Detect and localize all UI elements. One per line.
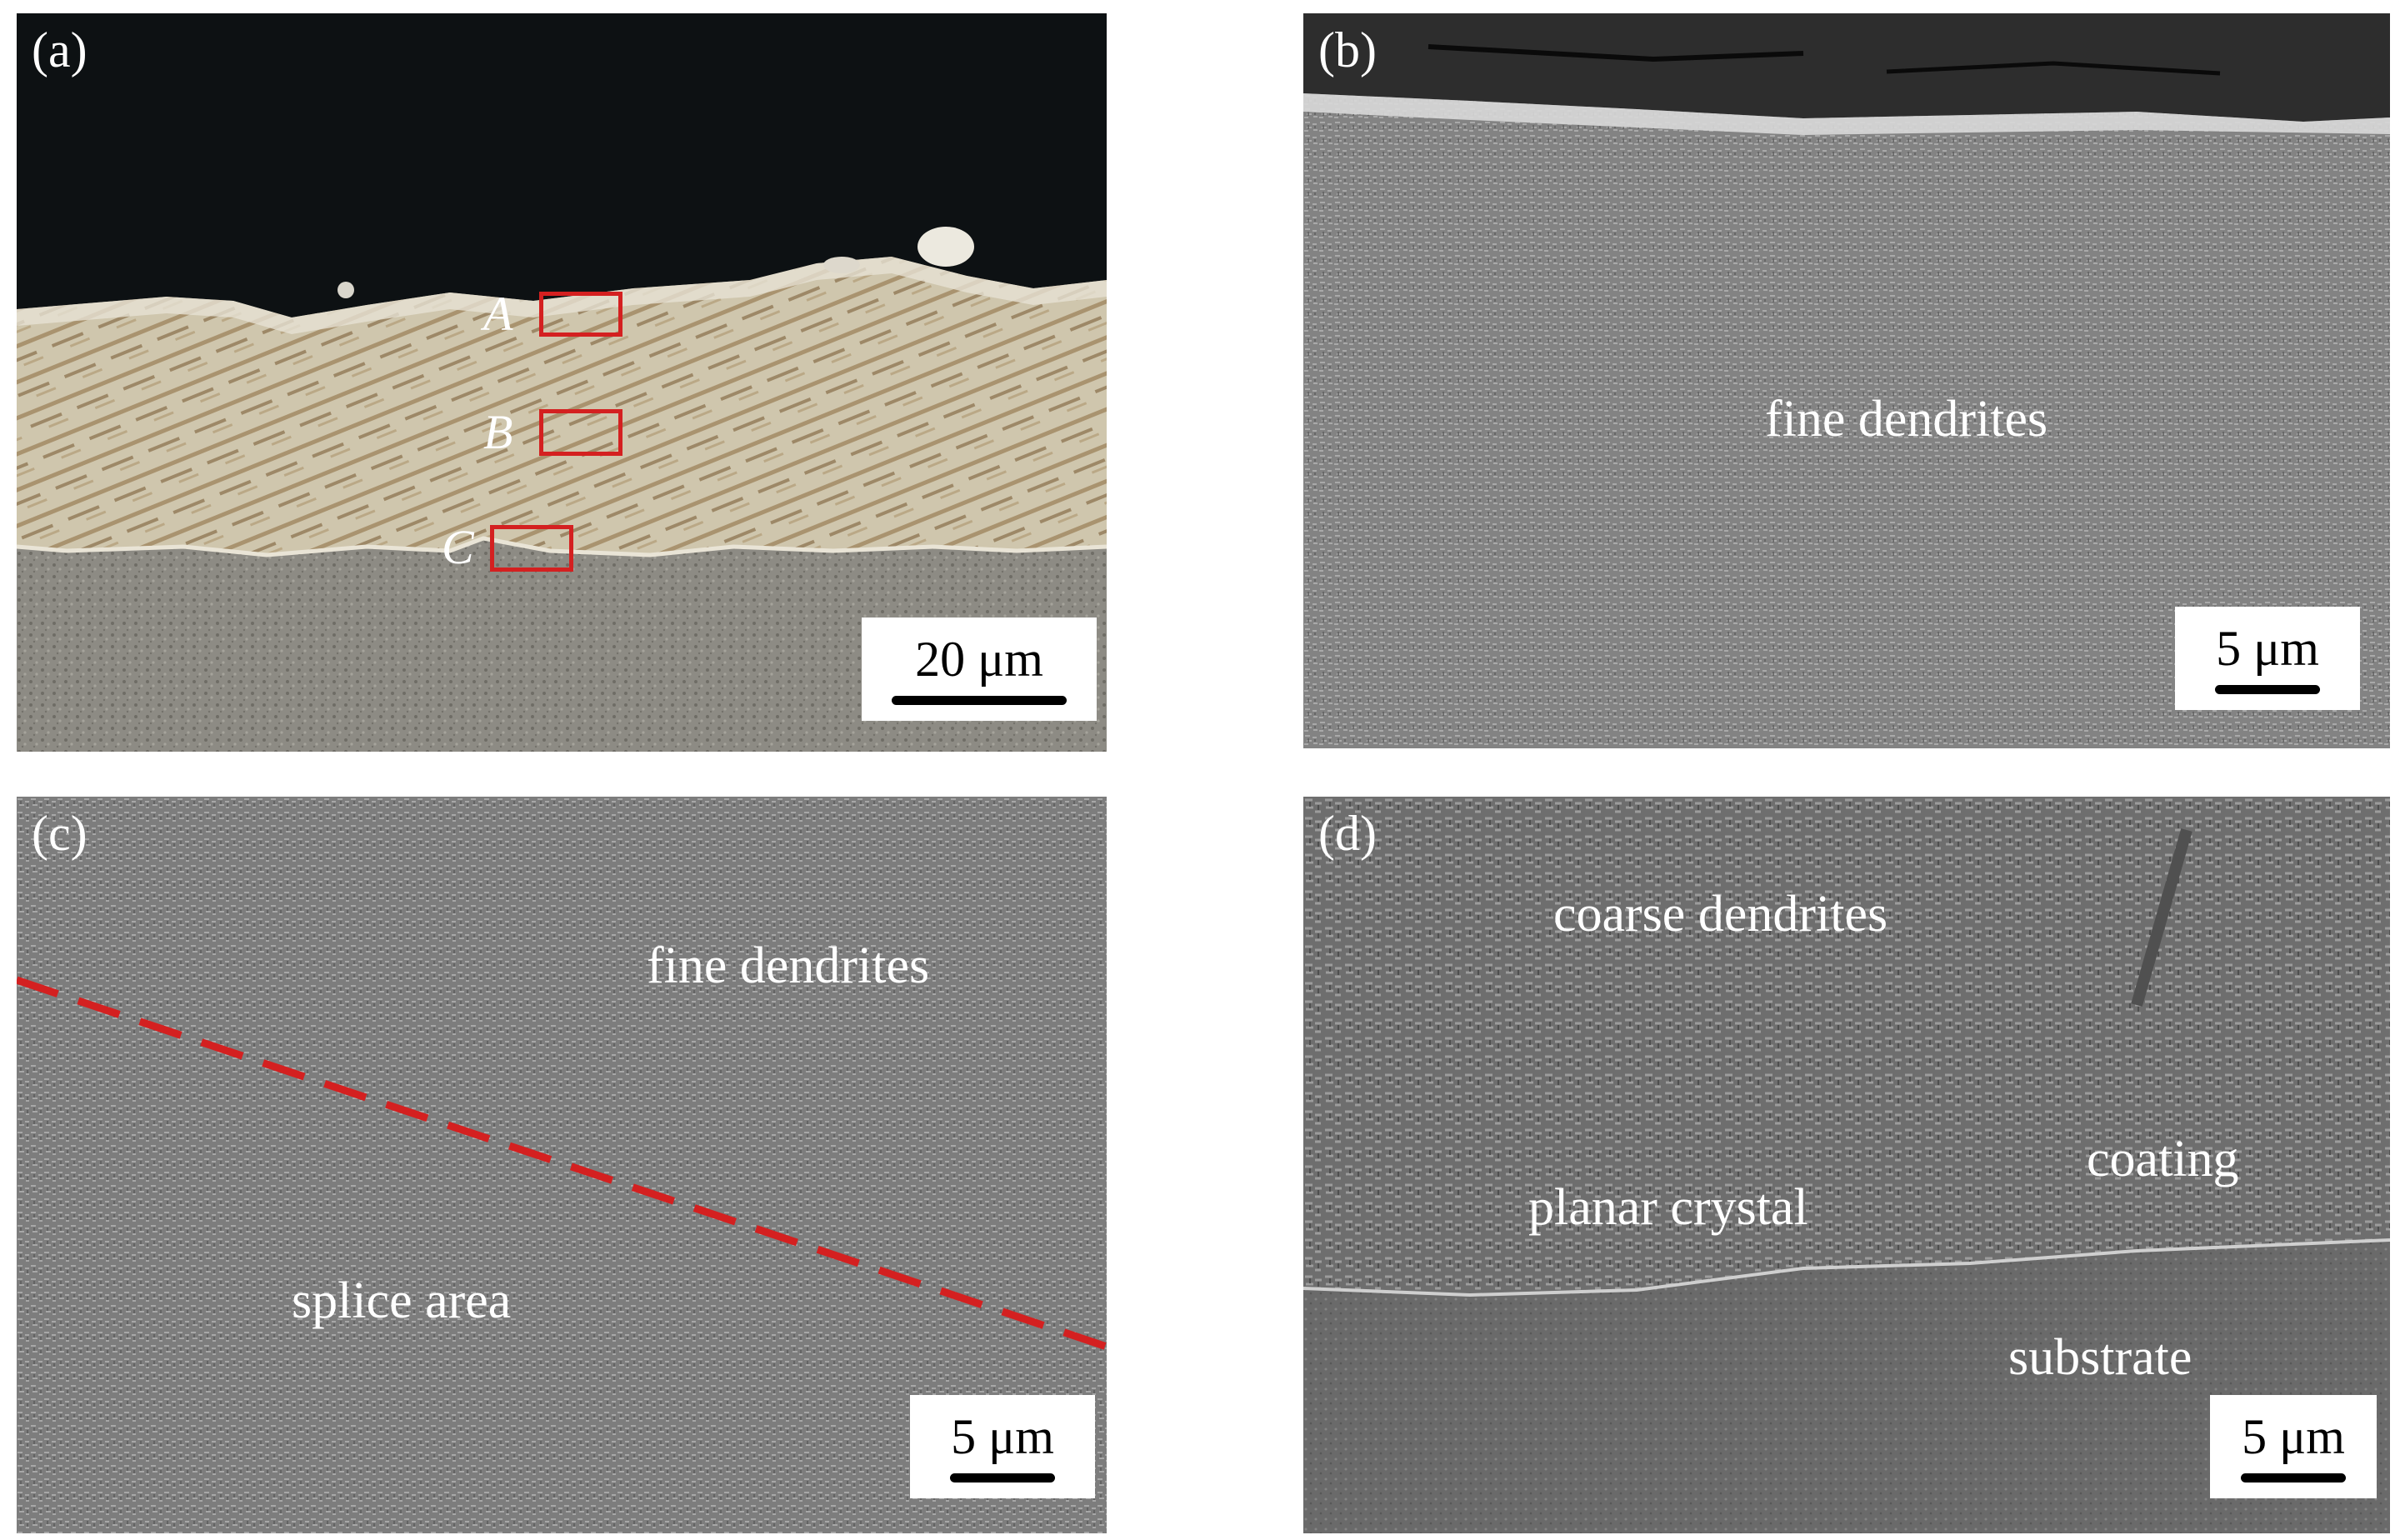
panel-c-scale-bar: 5 μm (910, 1395, 1095, 1498)
panel-b-scale-bar: 5 μm (2175, 607, 2360, 710)
panel-b-scale-line (2215, 684, 2320, 694)
marker-box-b (539, 409, 622, 456)
marker-box-c (490, 525, 573, 572)
panel-d-label: (d) (1318, 806, 1377, 861)
panel-d-scale-bar: 5 μm (2210, 1395, 2377, 1498)
panel-b-scale-label: 5 μm (2216, 620, 2319, 676)
panel-c-annotation-splice-area: splice area (292, 1272, 512, 1329)
panel-c-scale-label: 5 μm (951, 1408, 1054, 1464)
sem-image-d (1303, 797, 2390, 1533)
panel-c-label: (c) (32, 806, 88, 861)
marker-label-c: C (442, 520, 474, 574)
panel-d-annotation-coating: coating (2087, 1131, 2239, 1188)
panel-a-scale-bar: 20 μm (862, 618, 1097, 721)
panel-a-optical-micrograph: (a) A B C 20 μm (17, 13, 1107, 752)
panel-a-scale-line (892, 695, 1067, 705)
panel-b-sem-image: (b) fine dendrites 5 μm (1303, 13, 2390, 748)
panel-b-annotation-fine-dendrites: fine dendrites (1765, 391, 2048, 448)
optical-micrograph-image (17, 13, 1107, 752)
panel-d-sem-image: (d) coarse dendrites coating planar crys… (1303, 797, 2390, 1533)
panel-d-annotation-substrate: substrate (2008, 1329, 2192, 1386)
panel-d-scale-label: 5 μm (2242, 1408, 2345, 1464)
panel-d-annotation-planar-crystal: planar crystal (1528, 1179, 1808, 1236)
panel-b-label: (b) (1318, 22, 1377, 78)
panel-a-scale-label: 20 μm (915, 631, 1043, 687)
panel-a-label: (a) (32, 22, 88, 78)
panel-c-annotation-fine-dendrites: fine dendrites (647, 938, 930, 994)
marker-box-a (539, 292, 622, 337)
panel-c-sem-image: (c) fine dendrites splice area 5 μm (17, 797, 1107, 1533)
marker-label-b: B (483, 405, 513, 459)
panel-d-annotation-coarse-dendrites: coarse dendrites (1553, 886, 1888, 942)
panel-c-scale-line (950, 1472, 1055, 1482)
panel-d-scale-line (2241, 1472, 2346, 1482)
marker-label-a: A (483, 287, 513, 341)
